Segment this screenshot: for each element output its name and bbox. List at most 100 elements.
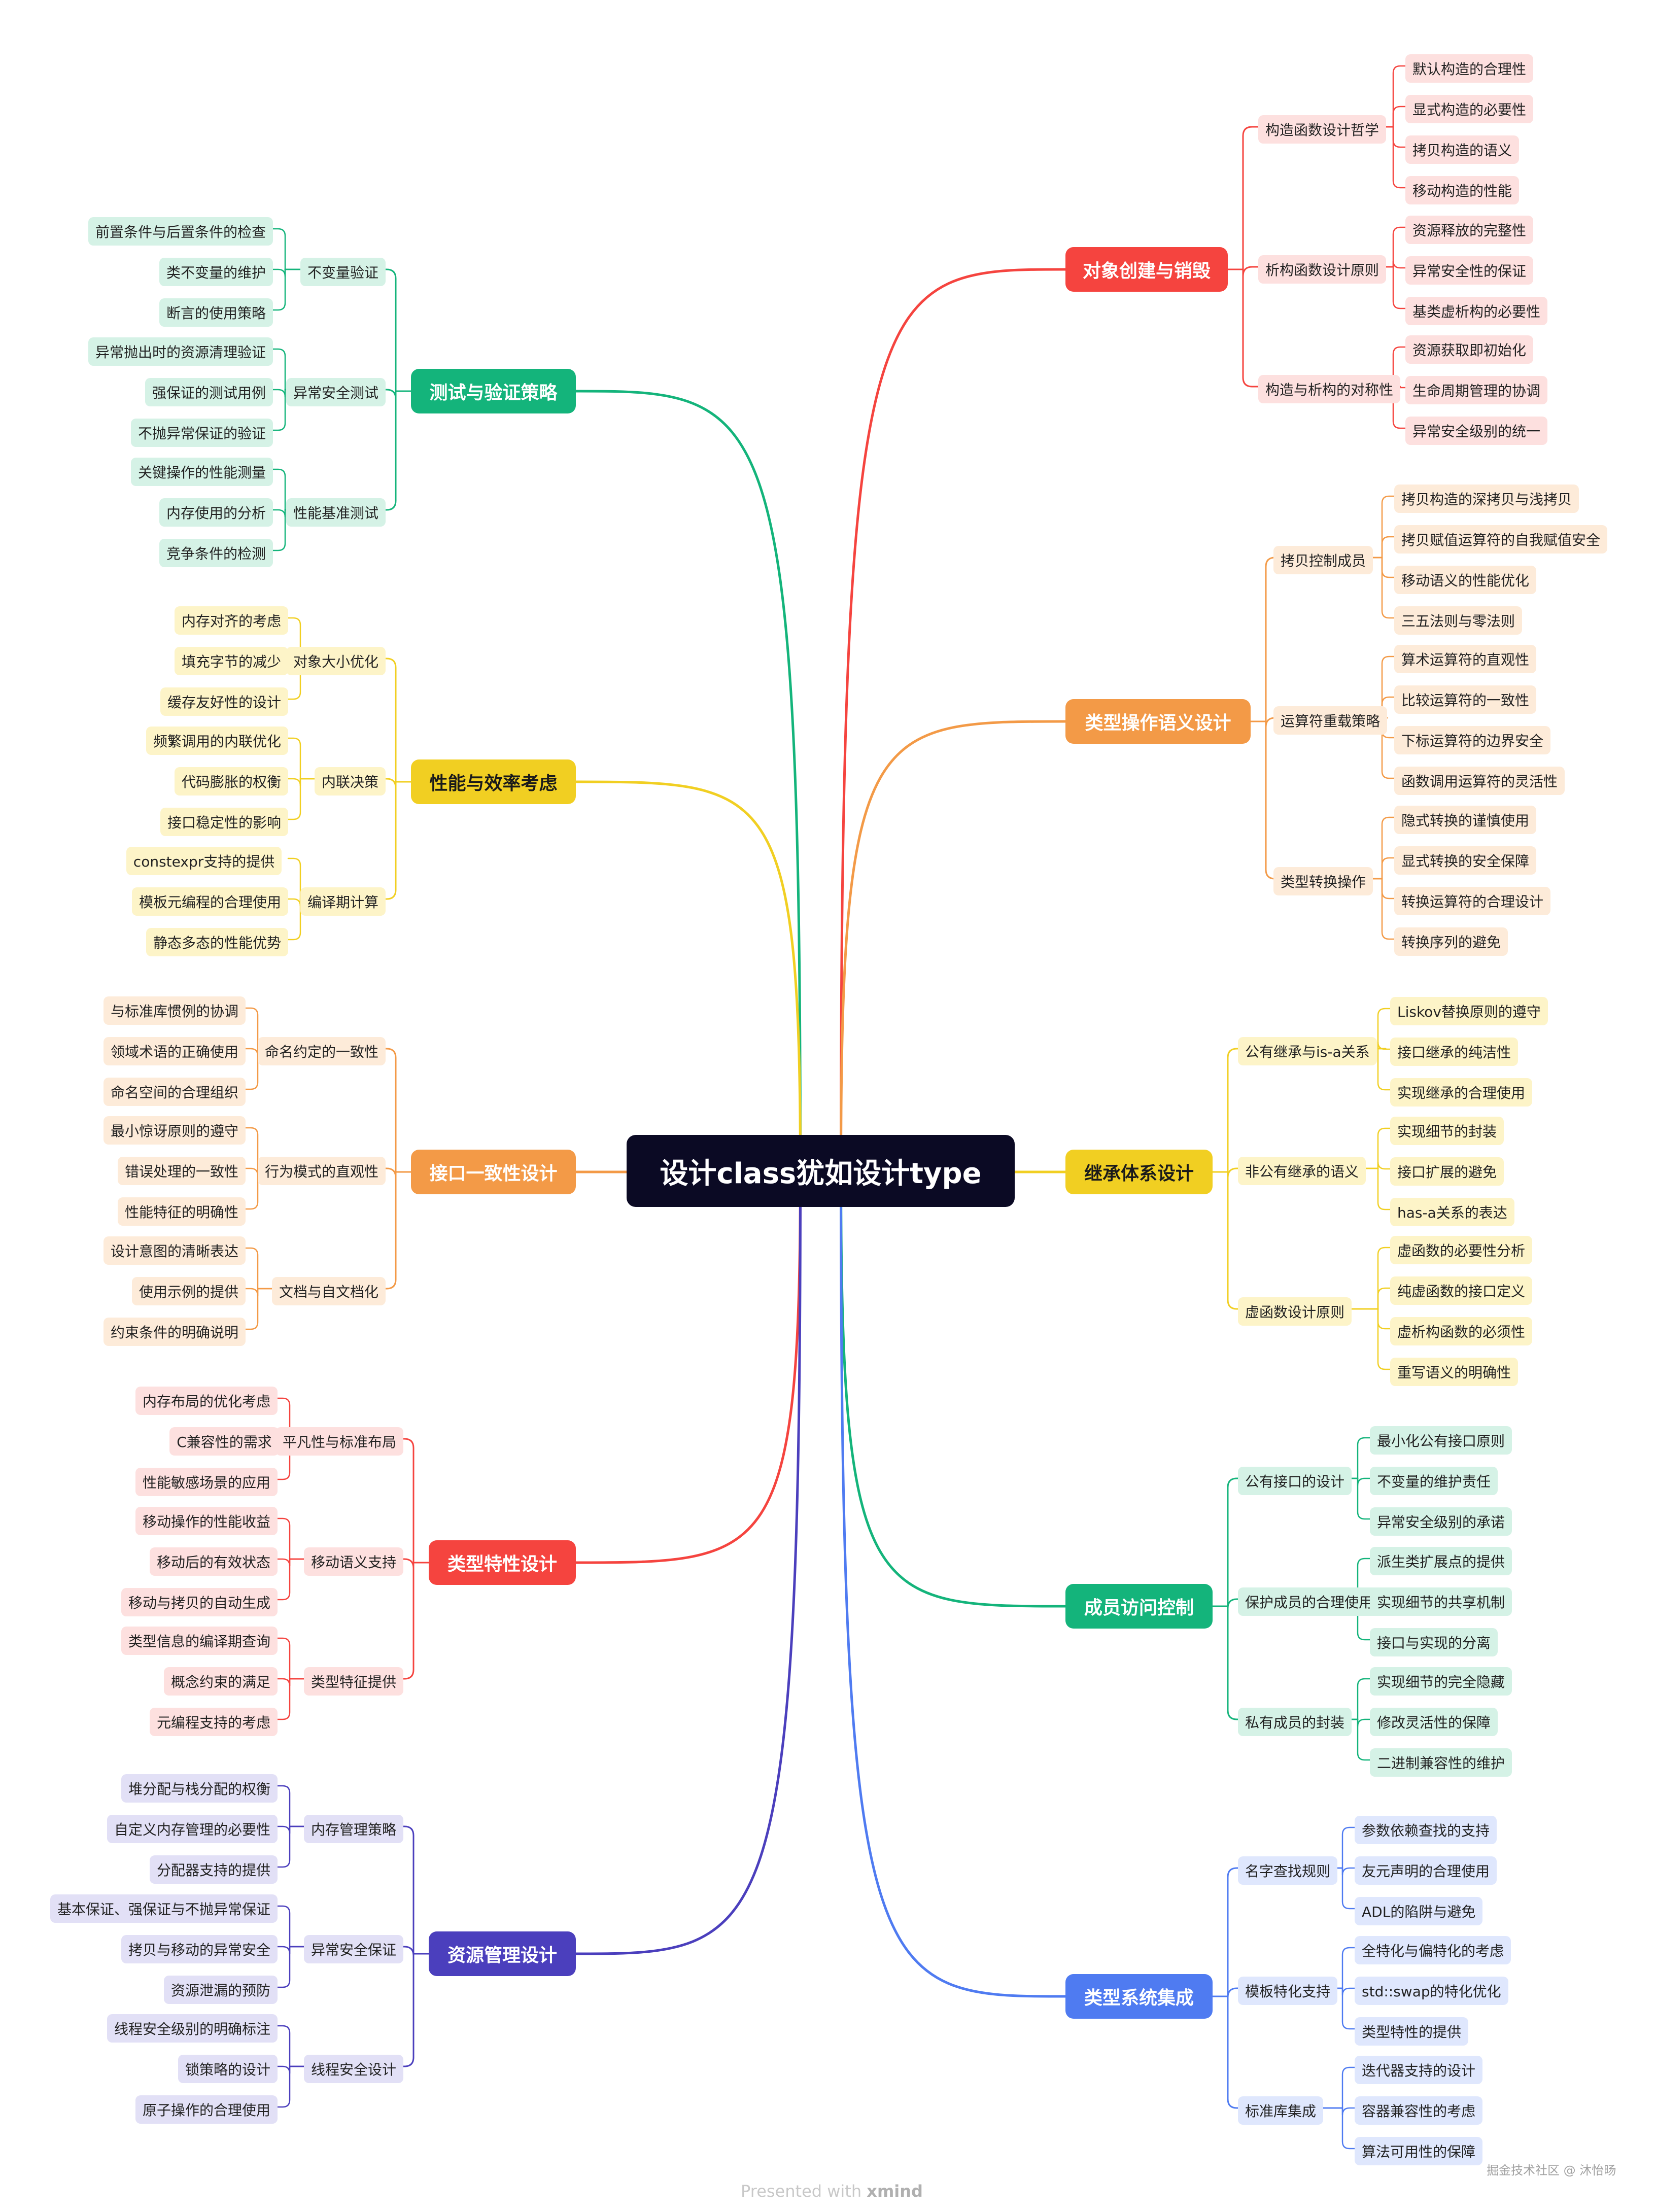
branch-test[interactable]: 测试与验证策略 — [411, 369, 576, 413]
leaf-ops-1-2[interactable]: 下标运算符的边界安全 — [1394, 726, 1551, 754]
leaf-inh-2-3[interactable]: 重写语义的明确性 — [1390, 1358, 1519, 1386]
leaf-res-0-0[interactable]: 堆分配与栈分配的权衡 — [121, 1774, 278, 1803]
leaf-acc-2-2[interactable]: 二进制兼容性的维护 — [1370, 1748, 1512, 1777]
leaf-trait-2-1[interactable]: 概念约束的满足 — [164, 1667, 278, 1696]
subtopic-inh-2[interactable]: 虚函数设计原则 — [1238, 1297, 1352, 1326]
leaf-inh-0-0[interactable]: Liskov替换原则的遵守 — [1390, 997, 1548, 1025]
subtopic-acc-2[interactable]: 私有成员的封装 — [1238, 1708, 1352, 1736]
leaf-res-1-2[interactable]: 资源泄漏的预防 — [164, 1976, 278, 2004]
leaf-acc-1-0[interactable]: 派生类扩展点的提供 — [1370, 1547, 1512, 1575]
leaf-trait-0-1[interactable]: C兼容性的需求 — [169, 1427, 279, 1456]
leaf-iface-1-1[interactable]: 错误处理的一致性 — [118, 1157, 246, 1185]
subtopic-perf-2[interactable]: 编译期计算 — [300, 887, 386, 916]
leaf-test-1-2[interactable]: 不抛异常保证的验证 — [131, 419, 273, 447]
subtopic-res-0[interactable]: 内存管理策略 — [304, 1815, 404, 1843]
leaf-acc-2-0[interactable]: 实现细节的完全隐藏 — [1370, 1667, 1512, 1696]
subtopic-trait-1[interactable]: 移动语义支持 — [304, 1547, 404, 1576]
leaf-res-0-1[interactable]: 自定义内存管理的必要性 — [107, 1815, 278, 1843]
leaf-sys-0-0[interactable]: 参数依赖查找的支持 — [1355, 1816, 1497, 1844]
leaf-obj-2-0[interactable]: 资源获取即初始化 — [1405, 335, 1534, 364]
leaf-inh-0-2[interactable]: 实现继承的合理使用 — [1390, 1078, 1533, 1107]
leaf-perf-2-0[interactable]: constexpr支持的提供 — [126, 847, 282, 875]
leaf-obj-0-1[interactable]: 显式构造的必要性 — [1405, 95, 1534, 123]
subtopic-inh-0[interactable]: 公有继承与is-a关系 — [1238, 1037, 1377, 1065]
leaf-perf-1-2[interactable]: 接口稳定性的影响 — [160, 808, 289, 836]
subtopic-sys-1[interactable]: 模板特化支持 — [1238, 1977, 1338, 2005]
leaf-perf-1-0[interactable]: 频繁调用的内联优化 — [146, 727, 289, 755]
leaf-iface-2-2[interactable]: 约束条件的明确说明 — [104, 1318, 246, 1346]
leaf-test-2-2[interactable]: 竞争条件的检测 — [159, 539, 273, 567]
leaf-res-1-0[interactable]: 基本保证、强保证与不抛异常保证 — [50, 1894, 278, 1923]
leaf-res-2-2[interactable]: 原子操作的合理使用 — [135, 2095, 278, 2124]
subtopic-obj-2[interactable]: 构造与析构的对称性 — [1258, 375, 1401, 403]
subtopic-perf-1[interactable]: 内联决策 — [315, 767, 386, 796]
leaf-sys-2-1[interactable]: 容器兼容性的考虑 — [1355, 2096, 1483, 2125]
leaf-sys-1-0[interactable]: 全特化与偏特化的考虑 — [1355, 1936, 1511, 1964]
subtopic-acc-1[interactable]: 保护成员的合理使用 — [1238, 1587, 1381, 1616]
leaf-ops-2-0[interactable]: 隐式转换的谨慎使用 — [1394, 806, 1537, 834]
subtopic-obj-0[interactable]: 构造函数设计哲学 — [1258, 115, 1387, 144]
subtopic-iface-2[interactable]: 文档与自文档化 — [272, 1277, 386, 1305]
subtopic-ops-1[interactable]: 运算符重载策略 — [1273, 706, 1388, 735]
leaf-sys-2-0[interactable]: 迭代器支持的设计 — [1355, 2056, 1483, 2084]
leaf-res-1-1[interactable]: 拷贝与移动的异常安全 — [121, 1935, 278, 1963]
branch-obj[interactable]: 对象创建与销毁 — [1065, 247, 1228, 292]
subtopic-iface-1[interactable]: 行为模式的直观性 — [258, 1157, 386, 1185]
leaf-res-2-1[interactable]: 锁策略的设计 — [178, 2055, 278, 2083]
leaf-sys-2-2[interactable]: 算法可用性的保障 — [1355, 2137, 1483, 2165]
leaf-acc-1-1[interactable]: 实现细节的共享机制 — [1370, 1587, 1512, 1616]
subtopic-sys-0[interactable]: 名字查找规则 — [1238, 1856, 1338, 1885]
subtopic-trait-0[interactable]: 平凡性与标准布局 — [275, 1427, 404, 1456]
subtopic-iface-0[interactable]: 命名约定的一致性 — [258, 1037, 386, 1065]
subtopic-test-0[interactable]: 不变量验证 — [300, 258, 386, 286]
leaf-perf-0-2[interactable]: 缓存友好性的设计 — [160, 687, 289, 716]
leaf-iface-0-2[interactable]: 命名空间的合理组织 — [104, 1078, 246, 1106]
branch-ops[interactable]: 类型操作语义设计 — [1065, 699, 1251, 744]
leaf-iface-2-1[interactable]: 使用示例的提供 — [132, 1277, 246, 1305]
subtopic-ops-2[interactable]: 类型转换操作 — [1273, 867, 1373, 895]
leaf-ops-1-3[interactable]: 函数调用运算符的灵活性 — [1394, 767, 1565, 795]
leaf-obj-0-2[interactable]: 拷贝构造的语义 — [1405, 135, 1520, 164]
leaf-res-2-0[interactable]: 线程安全级别的明确标注 — [107, 2014, 278, 2043]
leaf-obj-1-0[interactable]: 资源释放的完整性 — [1405, 216, 1534, 244]
leaf-ops-1-1[interactable]: 比较运算符的一致性 — [1394, 685, 1537, 714]
subtopic-ops-0[interactable]: 拷贝控制成员 — [1273, 546, 1373, 574]
leaf-test-0-0[interactable]: 前置条件与后置条件的检查 — [88, 217, 273, 246]
leaf-iface-0-0[interactable]: 与标准库惯例的协调 — [104, 996, 246, 1025]
leaf-ops-2-3[interactable]: 转换序列的避免 — [1394, 927, 1508, 956]
leaf-ops-0-3[interactable]: 三五法则与零法则 — [1394, 606, 1523, 635]
leaf-ops-2-1[interactable]: 显式转换的安全保障 — [1394, 846, 1537, 875]
leaf-ops-0-1[interactable]: 拷贝赋值运算符的自我赋值安全 — [1394, 525, 1608, 554]
leaf-inh-1-1[interactable]: 接口扩展的避免 — [1390, 1157, 1504, 1186]
leaf-perf-1-1[interactable]: 代码膨胀的权衡 — [175, 767, 289, 796]
leaf-ops-2-2[interactable]: 转换运算符的合理设计 — [1394, 887, 1551, 915]
leaf-inh-2-1[interactable]: 纯虚函数的接口定义 — [1390, 1276, 1533, 1305]
leaf-trait-1-1[interactable]: 移动后的有效状态 — [150, 1547, 278, 1576]
leaf-res-0-2[interactable]: 分配器支持的提供 — [150, 1855, 278, 1884]
leaf-iface-1-0[interactable]: 最小惊讶原则的遵守 — [104, 1116, 246, 1145]
leaf-ops-1-0[interactable]: 算术运算符的直观性 — [1394, 645, 1537, 673]
leaf-acc-0-0[interactable]: 最小化公有接口原则 — [1370, 1426, 1512, 1455]
leaf-obj-1-1[interactable]: 异常安全性的保证 — [1405, 256, 1534, 285]
leaf-inh-2-0[interactable]: 虚函数的必要性分析 — [1390, 1236, 1533, 1264]
subtopic-sys-2[interactable]: 标准库集成 — [1238, 2096, 1324, 2125]
subtopic-obj-1[interactable]: 析构函数设计原则 — [1258, 255, 1387, 284]
leaf-inh-1-0[interactable]: 实现细节的封装 — [1390, 1117, 1504, 1145]
leaf-test-2-0[interactable]: 关键操作的性能测量 — [131, 458, 273, 486]
leaf-obj-2-2[interactable]: 异常安全级别的统一 — [1405, 417, 1548, 445]
root-topic[interactable]: 设计class犹如设计type — [627, 1135, 1015, 1207]
subtopic-test-1[interactable]: 异常安全测试 — [286, 378, 386, 406]
subtopic-trait-2[interactable]: 类型特征提供 — [304, 1667, 404, 1696]
branch-inh[interactable]: 继承体系设计 — [1065, 1150, 1213, 1194]
branch-res[interactable]: 资源管理设计 — [429, 1931, 576, 1976]
leaf-inh-1-2[interactable]: has-a关系的表达 — [1390, 1198, 1514, 1226]
leaf-sys-0-2[interactable]: ADL的陷阱与避免 — [1355, 1897, 1483, 1925]
leaf-inh-2-2[interactable]: 虚析构函数的必须性 — [1390, 1317, 1533, 1345]
branch-perf[interactable]: 性能与效率考虑 — [411, 759, 576, 804]
leaf-trait-1-2[interactable]: 移动与拷贝的自动生成 — [121, 1588, 278, 1616]
subtopic-perf-0[interactable]: 对象大小优化 — [286, 647, 386, 675]
leaf-acc-0-1[interactable]: 不变量的维护责任 — [1370, 1467, 1498, 1495]
leaf-iface-1-2[interactable]: 性能特征的明确性 — [118, 1197, 246, 1226]
subtopic-res-1[interactable]: 异常安全保证 — [304, 1935, 404, 1963]
leaf-iface-2-0[interactable]: 设计意图的清晰表达 — [104, 1236, 246, 1265]
